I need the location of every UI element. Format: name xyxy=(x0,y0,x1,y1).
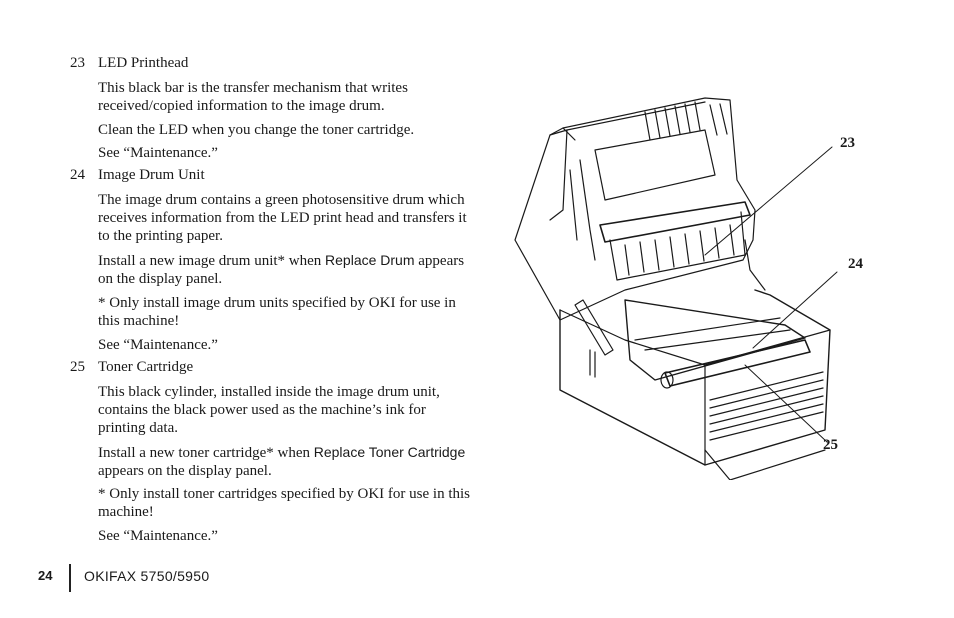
open-cover xyxy=(514,97,756,321)
item-25-description: This black cylinder, installed inside th… xyxy=(98,384,440,436)
item-23-clean-note: Clean the LED when you change the toner … xyxy=(98,122,415,138)
item-24-heading: 24 Image Drum Unit xyxy=(70,167,205,184)
item-25-title: Toner Cartridge xyxy=(98,359,194,375)
printhead-slots xyxy=(624,224,735,276)
item-25-heading: 25 Toner Cartridge xyxy=(70,359,193,376)
front-vents xyxy=(709,371,824,441)
callout-23: 23 xyxy=(840,135,855,151)
machine-body xyxy=(559,289,831,466)
item-23-description: This black bar is the transfer mechanism… xyxy=(98,80,408,114)
leader-24 xyxy=(752,271,838,349)
item-25-number: 25 xyxy=(70,359,85,375)
lid-vent-slots xyxy=(644,101,728,141)
item-24-install-text-end: appears on the display panel. xyxy=(98,253,465,287)
item-25-install-text: Install a new toner cartridge* when xyxy=(98,445,310,461)
item-23-see-maintenance: See “Maintenance.” xyxy=(98,145,218,161)
footer-page-number: 24 xyxy=(38,568,53,583)
item-25-install-text-end: appears on the display panel. xyxy=(98,463,272,479)
item-23-heading: 23 LED Printhead xyxy=(70,55,188,72)
item-23-number: 23 xyxy=(70,55,85,71)
leader-23 xyxy=(704,146,833,256)
led-printhead xyxy=(599,201,751,243)
item-24-warning: * Only install image drum units specifie… xyxy=(98,295,456,329)
item-24-title: Image Drum Unit xyxy=(98,167,205,183)
fax-machine-illustration xyxy=(514,97,838,480)
toner-cartridge xyxy=(664,339,811,387)
callout-24: 24 xyxy=(848,256,863,272)
item-25-display-message: Replace Toner Cartridge xyxy=(313,444,466,460)
item-24-number: 24 xyxy=(70,167,85,183)
footer-divider xyxy=(69,564,71,592)
callout-25: 25 xyxy=(823,437,838,453)
item-25-see-maintenance: See “Maintenance.” xyxy=(98,528,218,544)
item-25-warning: * Only install toner cartridges specifie… xyxy=(98,486,470,520)
item-23-title: LED Printhead xyxy=(98,55,189,71)
item-24-display-message: Replace Drum xyxy=(325,252,415,268)
leader-25 xyxy=(744,364,828,443)
item-24-install-note: Install a new image drum unit* when Repl… xyxy=(98,251,470,288)
item-25-install-note: Install a new toner cartridge* when Repl… xyxy=(98,443,470,480)
item-24-install-text: Install a new image drum unit* when xyxy=(98,253,322,269)
item-24-see-maintenance: See “Maintenance.” xyxy=(98,337,218,353)
footer-model-name: OKIFAX 5750/5950 xyxy=(84,568,210,584)
item-24-description: The image drum contains a green photosen… xyxy=(98,192,467,244)
